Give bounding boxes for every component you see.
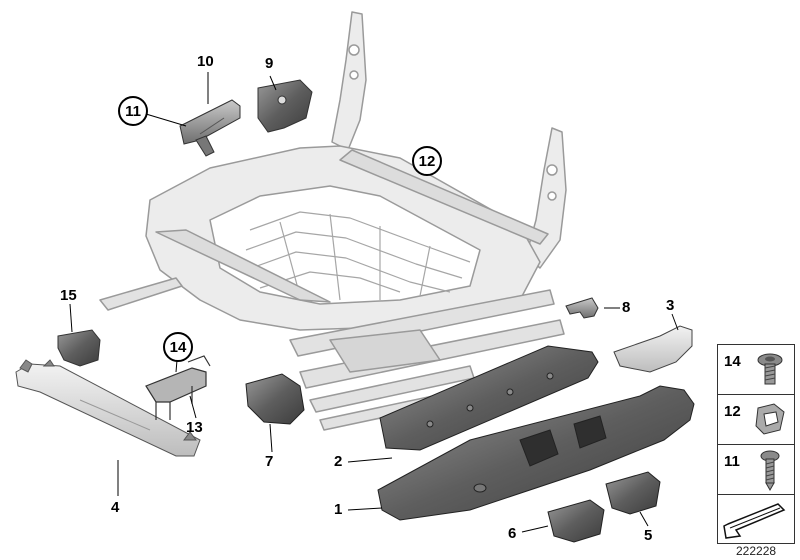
screw-torx-icon (757, 353, 783, 385)
callout-4: 4 (111, 499, 120, 516)
legend-label-14: 14 (724, 353, 741, 370)
callout-10: 10 (197, 53, 214, 70)
callout-6: 6 (508, 525, 517, 542)
part-4-trim-strip (15, 359, 201, 457)
callout-1: 1 (334, 501, 343, 518)
part-8-clip (565, 297, 599, 319)
fastener-legend: 14 12 11 (717, 344, 795, 544)
legend-cell-11: 11 (718, 445, 794, 495)
legend-cell-arrow (718, 495, 794, 545)
callout-12-label: 12 (418, 152, 436, 170)
direction-arrow-icon (723, 503, 786, 539)
callout-5: 5 (644, 527, 653, 544)
callout-14-circled: 14 (163, 332, 193, 362)
diagram-id: 222228 (736, 544, 777, 558)
legend-label-11: 11 (724, 453, 740, 470)
part-6-cover (547, 499, 605, 543)
part-9-bracket (257, 79, 313, 133)
part-15-cover (57, 329, 101, 367)
part-10-hinge-cover (179, 99, 241, 157)
callout-15: 15 (60, 287, 77, 304)
callout-11-circled: 11 (118, 96, 148, 126)
leader-lines (69, 72, 679, 533)
seat-frame (99, 11, 567, 431)
callout-12-circled: 12 (412, 146, 442, 176)
legend-cell-12: 12 (718, 395, 794, 445)
callout-14-label: 14 (169, 338, 187, 356)
part-1-outer-trim (377, 385, 695, 521)
part-2-inner-trim (379, 345, 599, 451)
legend-label-12: 12 (724, 403, 741, 420)
clip-nut-icon (755, 403, 785, 435)
callout-13: 13 (186, 419, 203, 436)
callout-8: 8 (622, 299, 631, 316)
callout-2: 2 (334, 453, 343, 470)
part-13-bracket (145, 355, 211, 420)
callout-9: 9 (265, 55, 274, 72)
callout-7: 7 (265, 453, 274, 470)
part-3-rear-cover (613, 325, 693, 373)
legend-cell-14: 14 (718, 345, 794, 395)
part-7-cover (245, 373, 305, 425)
screw-icon (760, 450, 780, 492)
callout-3: 3 (666, 297, 675, 314)
callout-11-label: 11 (125, 102, 141, 120)
part-5-cover (605, 471, 661, 515)
